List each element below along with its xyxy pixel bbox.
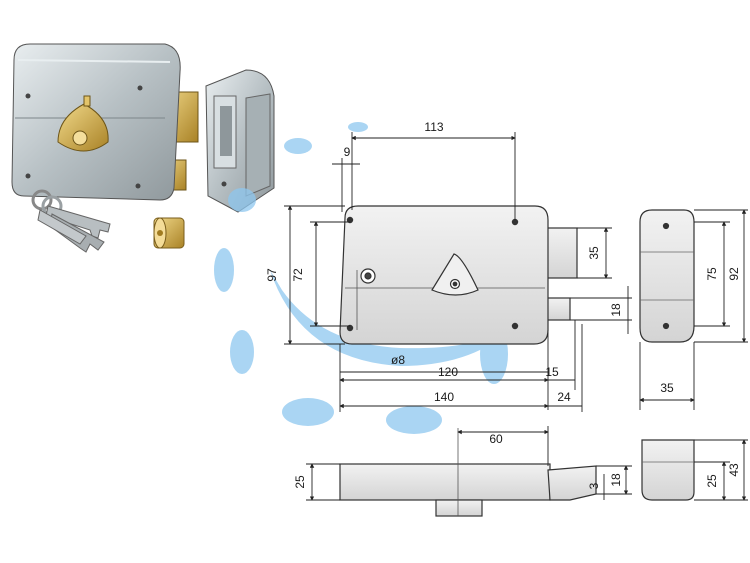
dim-9: 9	[344, 145, 351, 159]
rim-lock-photo	[11, 43, 199, 201]
dim-35-bolt: 35	[587, 246, 601, 260]
front-view-drawing	[339, 205, 578, 345]
dim-25-side: 25	[705, 474, 719, 488]
brass-cylinder-icon	[153, 217, 185, 249]
dimension-lines	[284, 132, 748, 501]
dim-3: 3	[587, 482, 601, 489]
dim-60: 60	[489, 432, 503, 446]
dim-diameter-8: ø8	[391, 353, 405, 367]
dim-97: 97	[265, 268, 279, 282]
dim-140: 140	[434, 390, 454, 404]
dim-35-side: 35	[660, 381, 674, 395]
dim-18-bottom: 18	[609, 473, 623, 487]
dim-75: 75	[705, 267, 719, 281]
dim-72: 72	[291, 268, 305, 282]
cylinder-escutcheon	[57, 103, 109, 152]
dim-24: 24	[557, 390, 571, 404]
dim-25-bottom: 25	[293, 475, 307, 489]
side-view-drawing	[639, 209, 695, 343]
dim-43: 43	[727, 463, 741, 477]
dim-18-latch: 18	[609, 303, 623, 317]
dim-120: 120	[438, 365, 458, 379]
end-view-drawing	[641, 439, 695, 501]
bottom-view-drawing	[339, 428, 597, 517]
dim-15: 15	[545, 365, 559, 379]
dim-113: 113	[424, 120, 443, 134]
dimension-labels: 113 9 97 72 35 18 ø8 120 15 140 24 75 92…	[265, 120, 741, 489]
keys-icon	[31, 189, 111, 253]
dim-92: 92	[727, 267, 741, 281]
